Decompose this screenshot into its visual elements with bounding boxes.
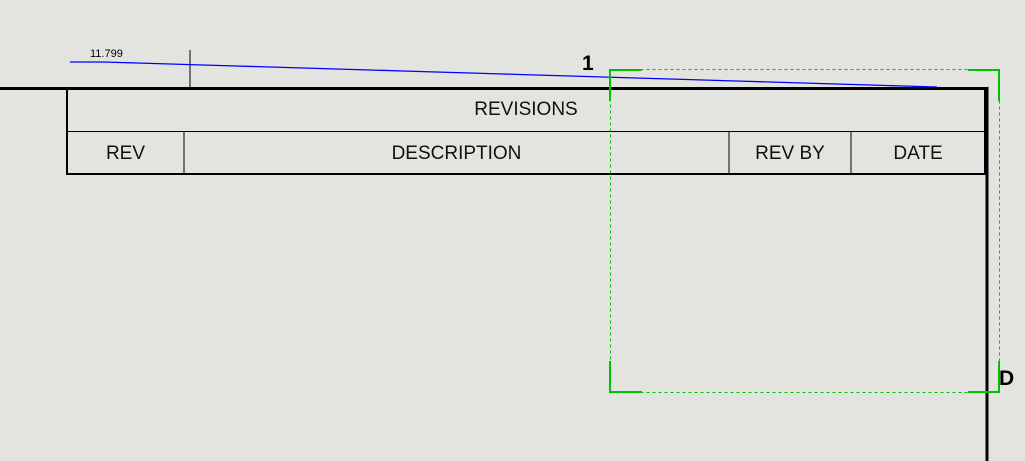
column-header-rev-by: REV BY bbox=[755, 142, 825, 164]
dimension-value[interactable]: 11.799 bbox=[90, 48, 123, 60]
zone-column-label: 1 bbox=[582, 52, 594, 75]
sketch-line[interactable] bbox=[70, 61, 938, 88]
column-header-rev: REV bbox=[105, 142, 146, 164]
revisions-title: REVISIONS bbox=[474, 98, 578, 120]
selection-box[interactable] bbox=[609, 69, 1000, 393]
zone-row-label: D bbox=[999, 367, 1015, 390]
column-header-date: DATE bbox=[893, 142, 943, 164]
column-header-description: DESCRIPTION bbox=[391, 142, 522, 164]
